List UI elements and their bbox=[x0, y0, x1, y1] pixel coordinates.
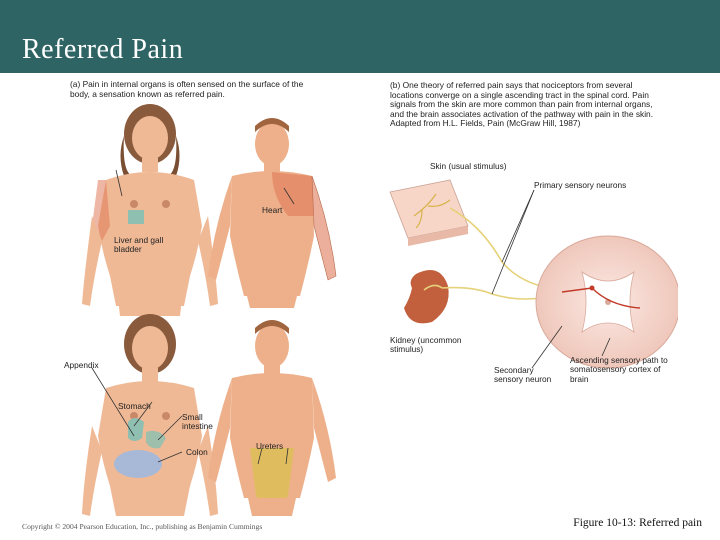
label-heart: Heart bbox=[262, 205, 283, 215]
female-figure-bottom bbox=[82, 314, 218, 516]
label-small-intestine: Small intestine bbox=[182, 412, 213, 432]
female-figure-top bbox=[82, 104, 218, 316]
panel-a-callouts bbox=[91, 169, 295, 465]
title-divider bbox=[0, 73, 720, 76]
label-kidney: Kidney (uncommon stimulus) bbox=[390, 335, 462, 355]
figure-artwork bbox=[82, 104, 678, 516]
label-primary-sensory-neurons: Primary sensory neurons bbox=[534, 180, 627, 190]
kidney-organ bbox=[404, 270, 449, 324]
label-stomach: Stomach bbox=[118, 401, 151, 411]
label-ureters: Ureters bbox=[256, 441, 284, 451]
label-liver-gall-bladder: Liver and gall bladder bbox=[114, 235, 164, 255]
skin-block bbox=[389, 179, 469, 246]
panel-b-callouts bbox=[491, 189, 611, 369]
label-appendix: Appendix bbox=[64, 360, 99, 370]
title-bar: Referred Pain bbox=[0, 0, 720, 76]
copyright-notice: Copyright © 2004 Pearson Education, Inc.… bbox=[22, 522, 263, 531]
referred-pain-figure: (a) Pain in internal organs is often sen… bbox=[62, 76, 678, 516]
male-figure-bottom bbox=[208, 320, 336, 516]
label-secondary-sensory-neuron: Secondary sensory neuron bbox=[494, 365, 552, 385]
panel-b-caption: (b) One theory of referred pain says tha… bbox=[390, 80, 654, 129]
spinal-cord-section bbox=[535, 235, 678, 369]
label-ascending-path: Ascending sensory path to somatosensory … bbox=[570, 355, 668, 384]
male-figure-top bbox=[208, 118, 337, 308]
label-skin: Skin (usual stimulus) bbox=[430, 161, 507, 171]
figure-caption: Figure 10-13: Referred pain bbox=[573, 517, 702, 529]
slide-title: Referred Pain bbox=[22, 34, 184, 65]
label-colon: Colon bbox=[186, 447, 208, 457]
panel-a-caption: (a) Pain in internal organs is often sen… bbox=[70, 79, 304, 99]
